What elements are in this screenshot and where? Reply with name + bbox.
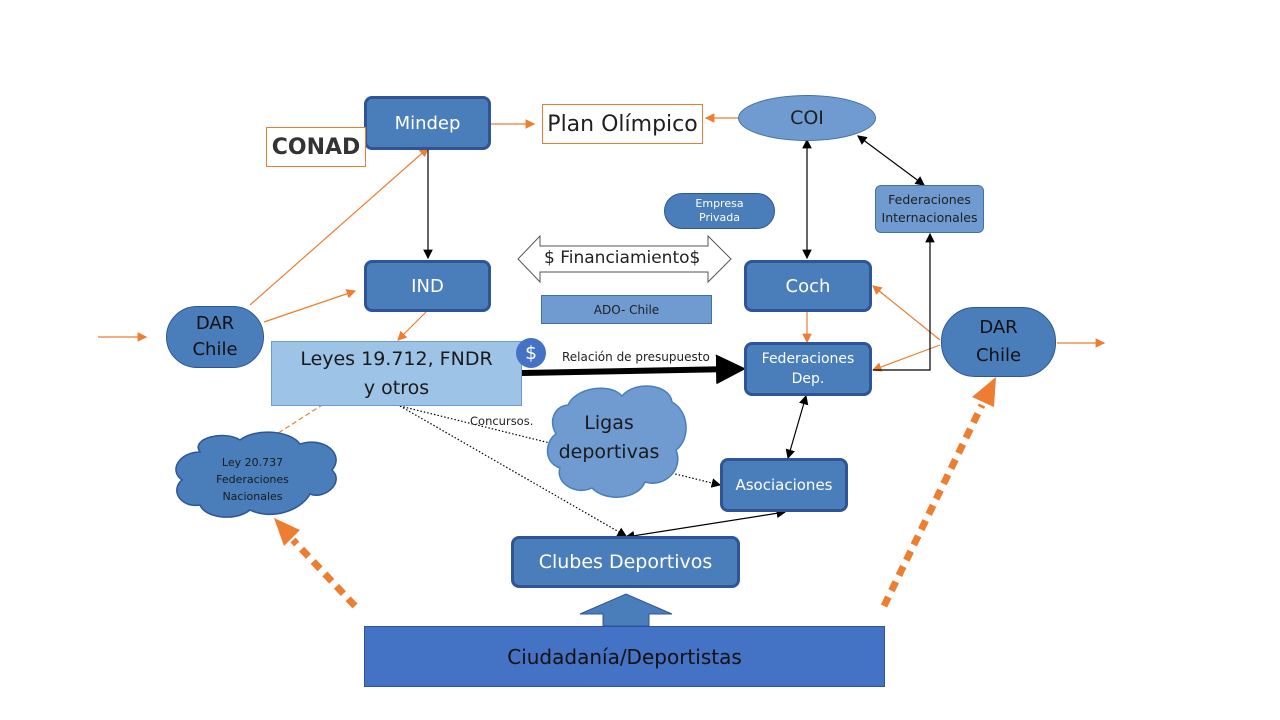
black-connectors [423, 135, 935, 541]
node-clubes-deportivos: Clubes Deportivos [511, 536, 740, 588]
relacion-presupuesto-label: Relación de presupuesto [562, 350, 710, 364]
node-ind: IND [364, 260, 491, 312]
node-dar-chile-right: DAR Chile [941, 307, 1056, 377]
concursos-label: Concursos. [470, 414, 534, 428]
node-plan-olimpico: Plan Olímpico [542, 104, 703, 144]
node-federaciones-internacionales: Federaciones Internacionales [875, 185, 984, 233]
big-dashed-arrows [274, 377, 996, 609]
budget-arrow [521, 354, 746, 385]
dollar-icon: $ [516, 338, 546, 368]
ligas-cloud [546, 385, 687, 498]
orange-connectors [98, 113, 1106, 447]
ligas-deportivas-label: Ligas deportivas [558, 412, 660, 463]
node-coch: Coch [744, 260, 872, 312]
node-ado-chile: ADO- Chile [541, 295, 712, 324]
up-block-arrow [579, 593, 673, 627]
ley-20737-label: Ley 20.737 Federaciones Nacionales [216, 455, 289, 503]
node-mindep: Mindep [364, 96, 491, 150]
node-leyes: Leyes 19.712, FNDR y otros [271, 341, 522, 406]
financiamiento-arrow-shape [517, 234, 732, 284]
node-coi: COI [738, 95, 876, 141]
node-federaciones-dep: Federaciones Dep. [744, 342, 872, 396]
node-conad: CONAD [266, 127, 366, 167]
node-dar-chile-left: DAR Chile [166, 306, 264, 368]
ley-20737-cloud [175, 431, 337, 518]
node-ciudadania: Ciudadanía/Deportistas [364, 626, 885, 687]
financiamiento-label: $ Financiamiento$ [544, 248, 701, 268]
node-asociaciones: Asociaciones [720, 458, 848, 512]
node-empresa-privada: Empresa Privada [664, 193, 775, 229]
